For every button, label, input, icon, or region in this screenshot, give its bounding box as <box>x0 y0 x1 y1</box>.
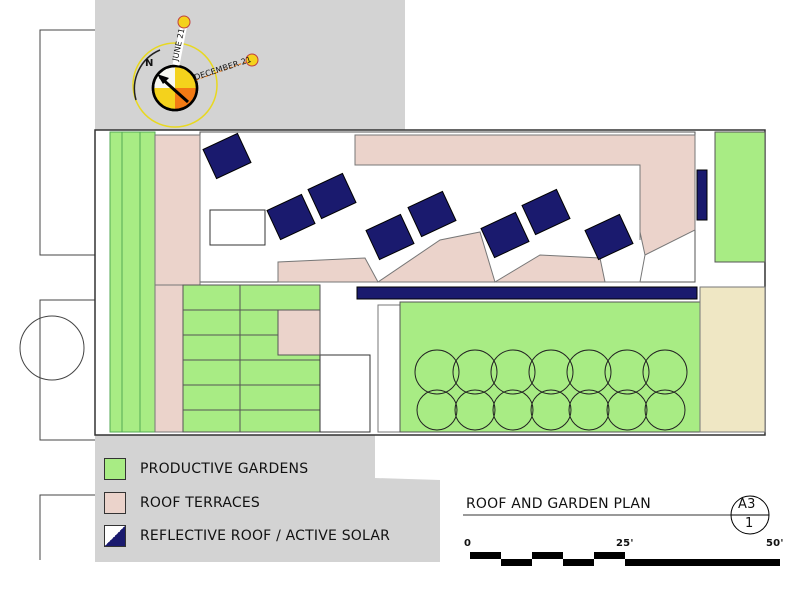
neighbor-outline-mid <box>39 299 95 441</box>
legend-label: ROOF TERRACES <box>140 495 260 511</box>
legend-reflective-roof: REFLECTIVE ROOF / ACTIVE SOLAR <box>104 525 390 547</box>
north-label: N <box>145 58 154 69</box>
solar-panel <box>307 172 357 220</box>
solar-panel <box>584 213 634 261</box>
legend-label: PRODUCTIVE GARDENS <box>140 461 309 477</box>
detail-number: 1 <box>745 516 754 531</box>
solar-panel <box>480 211 530 259</box>
scale-label-25: 25' <box>616 538 634 549</box>
site-area-bottom <box>95 435 440 562</box>
neighbor-outline-bottom <box>39 494 95 560</box>
legend-label: REFLECTIVE ROOF / ACTIVE SOLAR <box>140 528 391 544</box>
drawing-title: ROOF AND GARDEN PLAN <box>466 496 651 512</box>
stair <box>319 354 371 433</box>
terrace-strip-left <box>154 134 201 286</box>
solar-strip-right <box>696 169 708 221</box>
neighbor-outline-top <box>39 29 95 256</box>
solar-panel <box>202 132 252 180</box>
garden-east <box>399 301 701 433</box>
sheet-number: A3 <box>738 497 756 512</box>
skylight <box>209 209 266 246</box>
solar-panels <box>202 132 708 300</box>
legend-roof-terraces: ROOF TERRACES <box>104 492 260 514</box>
trees <box>414 349 688 431</box>
legend-productive-gardens: PRODUCTIVE GARDENS <box>104 458 308 480</box>
legend-swatch-split <box>104 525 126 547</box>
legend-swatch-green <box>104 458 126 480</box>
sun-icon <box>177 15 191 29</box>
terrace-strip-left-lower <box>154 284 184 433</box>
roof-terrace-main <box>277 134 696 283</box>
scale-label-0: 0 <box>464 538 472 549</box>
solar-panel <box>266 193 316 241</box>
sun-icon <box>245 53 259 67</box>
garden-strip-left <box>109 131 156 433</box>
solar-panel <box>407 190 457 238</box>
solar-panel <box>365 213 415 261</box>
scale-label-50: 50' <box>766 538 784 549</box>
compass-rose <box>132 15 259 128</box>
solar-panel <box>521 188 571 236</box>
planting-area <box>699 286 766 433</box>
solar-strip <box>356 286 698 300</box>
scale-bar <box>470 552 780 566</box>
legend-swatch-pink <box>104 492 126 514</box>
garden-northeast <box>714 131 766 263</box>
deck <box>377 304 401 433</box>
spiral-stair <box>19 315 85 381</box>
